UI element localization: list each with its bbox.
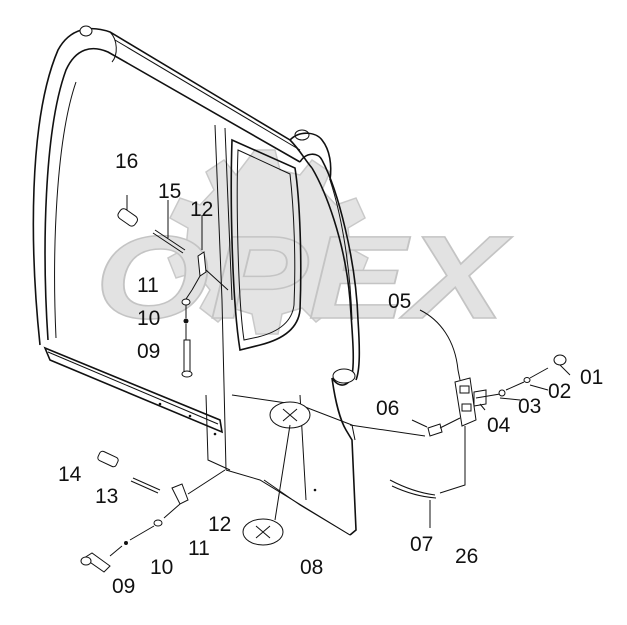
- watermark-text: OPEX: [95, 212, 513, 344]
- leader-lines: [126, 195, 571, 528]
- callout-15: 15: [158, 180, 181, 203]
- lower-latch-parts: [80, 450, 226, 573]
- watermark: OPEX: [94, 149, 514, 345]
- callout-01: 01: [580, 366, 603, 389]
- callout-13: 13: [95, 485, 118, 508]
- callout-16: 16: [115, 150, 138, 173]
- part-08-cover: [242, 424, 291, 546]
- callout-07: 07: [410, 533, 433, 556]
- callout-11-upper: 11: [137, 274, 159, 297]
- upper-latch-parts: [117, 208, 229, 378]
- callout-02: 02: [548, 380, 571, 403]
- callout-06: 06: [376, 397, 399, 420]
- callout-04: 04: [487, 414, 511, 437]
- callout-10-upper: 10: [137, 307, 160, 330]
- callout-05: 05: [388, 290, 411, 313]
- callout-12-upper: 12: [190, 198, 213, 221]
- callout-14: 14: [58, 463, 82, 486]
- callout-09-upper: 09: [137, 340, 160, 363]
- callouts: 16 15 12 11 10 09 05 06 04 03 02 01 14 1…: [58, 150, 603, 598]
- callout-10-lower: 10: [150, 556, 173, 579]
- lock-assembly: [349, 309, 567, 499]
- callout-11-lower: 11: [188, 537, 210, 560]
- callout-08: 08: [300, 556, 323, 579]
- door-handle-disc: [269, 401, 311, 429]
- callout-26: 26: [455, 545, 478, 568]
- callout-03: 03: [518, 395, 541, 418]
- door-frame: [32, 25, 361, 536]
- callout-12-lower: 12: [208, 513, 231, 536]
- callout-09-lower: 09: [112, 575, 135, 598]
